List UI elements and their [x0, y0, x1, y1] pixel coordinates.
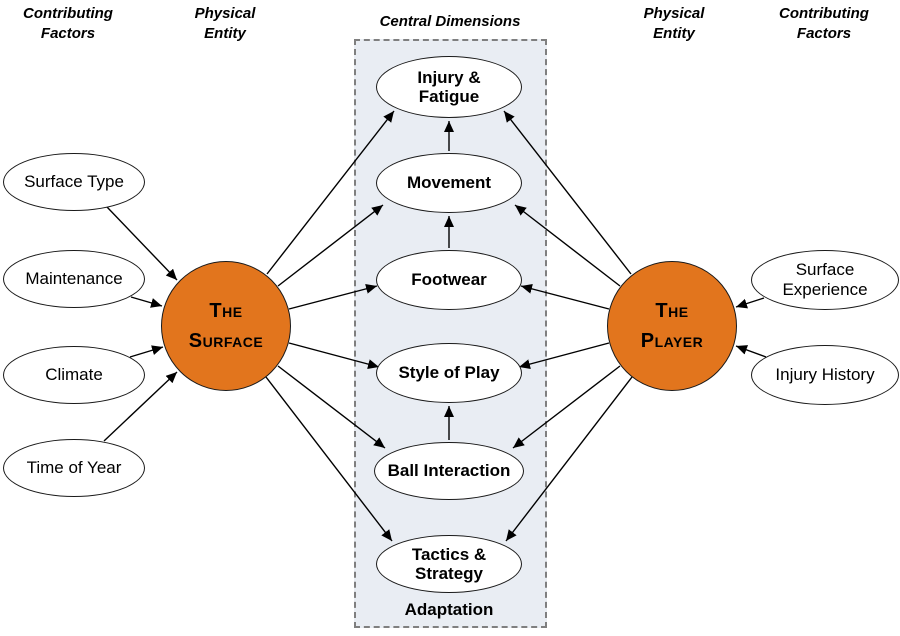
tactics-strategy-label: Tactics & Strategy: [411, 544, 487, 583]
arrow-surface-experience-to-player: [735, 297, 765, 309]
node-footwear: Footwear: [376, 250, 522, 310]
arrow-injury-history-to-player: [735, 345, 767, 358]
node-injury-history: Injury History: [751, 345, 899, 405]
header-right-physical-entity: Physical Entity: [643, 5, 705, 42]
arrow-climate-to-surface: [129, 345, 164, 358]
arrow-maintenance-to-surface: [130, 296, 163, 308]
movement-label: Movement: [406, 173, 492, 193]
the-surface-label: The Surface: [188, 300, 264, 352]
header-right-contributing-factors: Contributing Factors: [779, 5, 869, 42]
style-of-play-label: Style of Play: [398, 363, 500, 383]
node-ball-interaction: Ball Interaction: [374, 442, 524, 500]
node-injury-fatigue: Injury & Fatigue: [376, 56, 522, 118]
header-left-physical-entity: Physical Entity: [194, 5, 256, 42]
node-maintenance: Maintenance: [3, 250, 145, 308]
node-surface-type: Surface Type: [3, 153, 145, 211]
node-the-surface: The Surface: [161, 261, 291, 391]
footwear-label: Footwear: [411, 270, 487, 290]
surface-type-label: Surface Type: [24, 172, 124, 192]
node-tactics-strategy: Tactics & Strategy: [376, 535, 522, 593]
ball-interaction-label: Ball Interaction: [387, 461, 511, 481]
node-time-of-year: Time of Year: [3, 439, 145, 497]
node-surface-experience: Surface Experience: [751, 250, 899, 310]
surface-experience-label: Surface Experience: [782, 260, 868, 299]
node-style-of-play: Style of Play: [376, 343, 522, 403]
header-left-contributing-factors: Contributing Factors: [23, 5, 113, 42]
header-central-dimensions: Central Dimensions: [379, 13, 521, 30]
adaptation-label: Adaptation: [404, 600, 494, 619]
injury-fatigue-label: Injury & Fatigue: [417, 67, 481, 106]
node-the-player: The Player: [607, 261, 737, 391]
maintenance-label: Maintenance: [25, 269, 123, 289]
climate-label: Climate: [45, 365, 103, 385]
node-movement: Movement: [376, 153, 522, 213]
time-of-year-label: Time of Year: [26, 458, 122, 478]
node-climate: Climate: [3, 346, 145, 404]
the-player-label: The Player: [640, 300, 704, 352]
injury-history-label: Injury History: [775, 365, 875, 385]
